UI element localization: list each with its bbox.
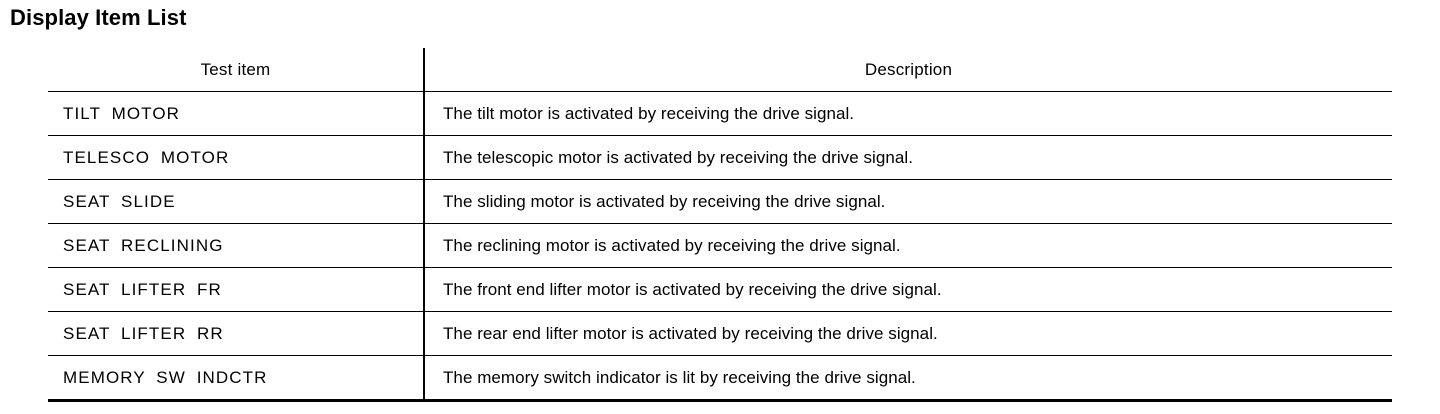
cell-description: The tilt motor is activated by receiving…: [424, 91, 1392, 136]
table-row: SEAT RECLINING The reclining motor is ac…: [48, 223, 1392, 268]
cell-description: The rear end lifter motor is activated b…: [424, 311, 1392, 356]
cell-test-item: MEMORY SW INDCTR: [48, 355, 425, 402]
cell-description: The memory switch indicator is lit by re…: [424, 355, 1392, 402]
table-row: SEAT LIFTER RR The rear end lifter motor…: [48, 311, 1392, 356]
table-row: SEAT SLIDE The sliding motor is activate…: [48, 179, 1392, 224]
column-header-test-item: Test item: [48, 48, 425, 92]
column-header-description: Description: [424, 48, 1392, 92]
table-row: TILT MOTOR The tilt motor is activated b…: [48, 91, 1392, 136]
table-body: TILT MOTOR The tilt motor is activated b…: [48, 91, 1392, 402]
cell-test-item: TELESCO MOTOR: [48, 135, 425, 180]
table-header-row: Test item Description: [48, 48, 1392, 92]
display-item-list-table-wrapper: Test item Description TILT MOTOR The til…: [48, 48, 1392, 402]
page-title: Display Item List: [10, 5, 187, 30]
cell-description: The front end lifter motor is activated …: [424, 267, 1392, 312]
cell-description: The reclining motor is activated by rece…: [424, 223, 1392, 268]
cell-test-item: SEAT LIFTER FR: [48, 267, 425, 312]
table-header: Test item Description: [48, 48, 1392, 92]
table-row: MEMORY SW INDCTR The memory switch indic…: [48, 355, 1392, 402]
table-row: TELESCO MOTOR The telescopic motor is ac…: [48, 135, 1392, 180]
display-item-list-table: Test item Description TILT MOTOR The til…: [48, 48, 1392, 402]
cell-test-item: SEAT SLIDE: [48, 179, 425, 224]
table-row: SEAT LIFTER FR The front end lifter moto…: [48, 267, 1392, 312]
cell-description: The telescopic motor is activated by rec…: [424, 135, 1392, 180]
cell-test-item: SEAT RECLINING: [48, 223, 425, 268]
cell-test-item: TILT MOTOR: [48, 91, 425, 136]
cell-test-item: SEAT LIFTER RR: [48, 311, 425, 356]
cell-description: The sliding motor is activated by receiv…: [424, 179, 1392, 224]
